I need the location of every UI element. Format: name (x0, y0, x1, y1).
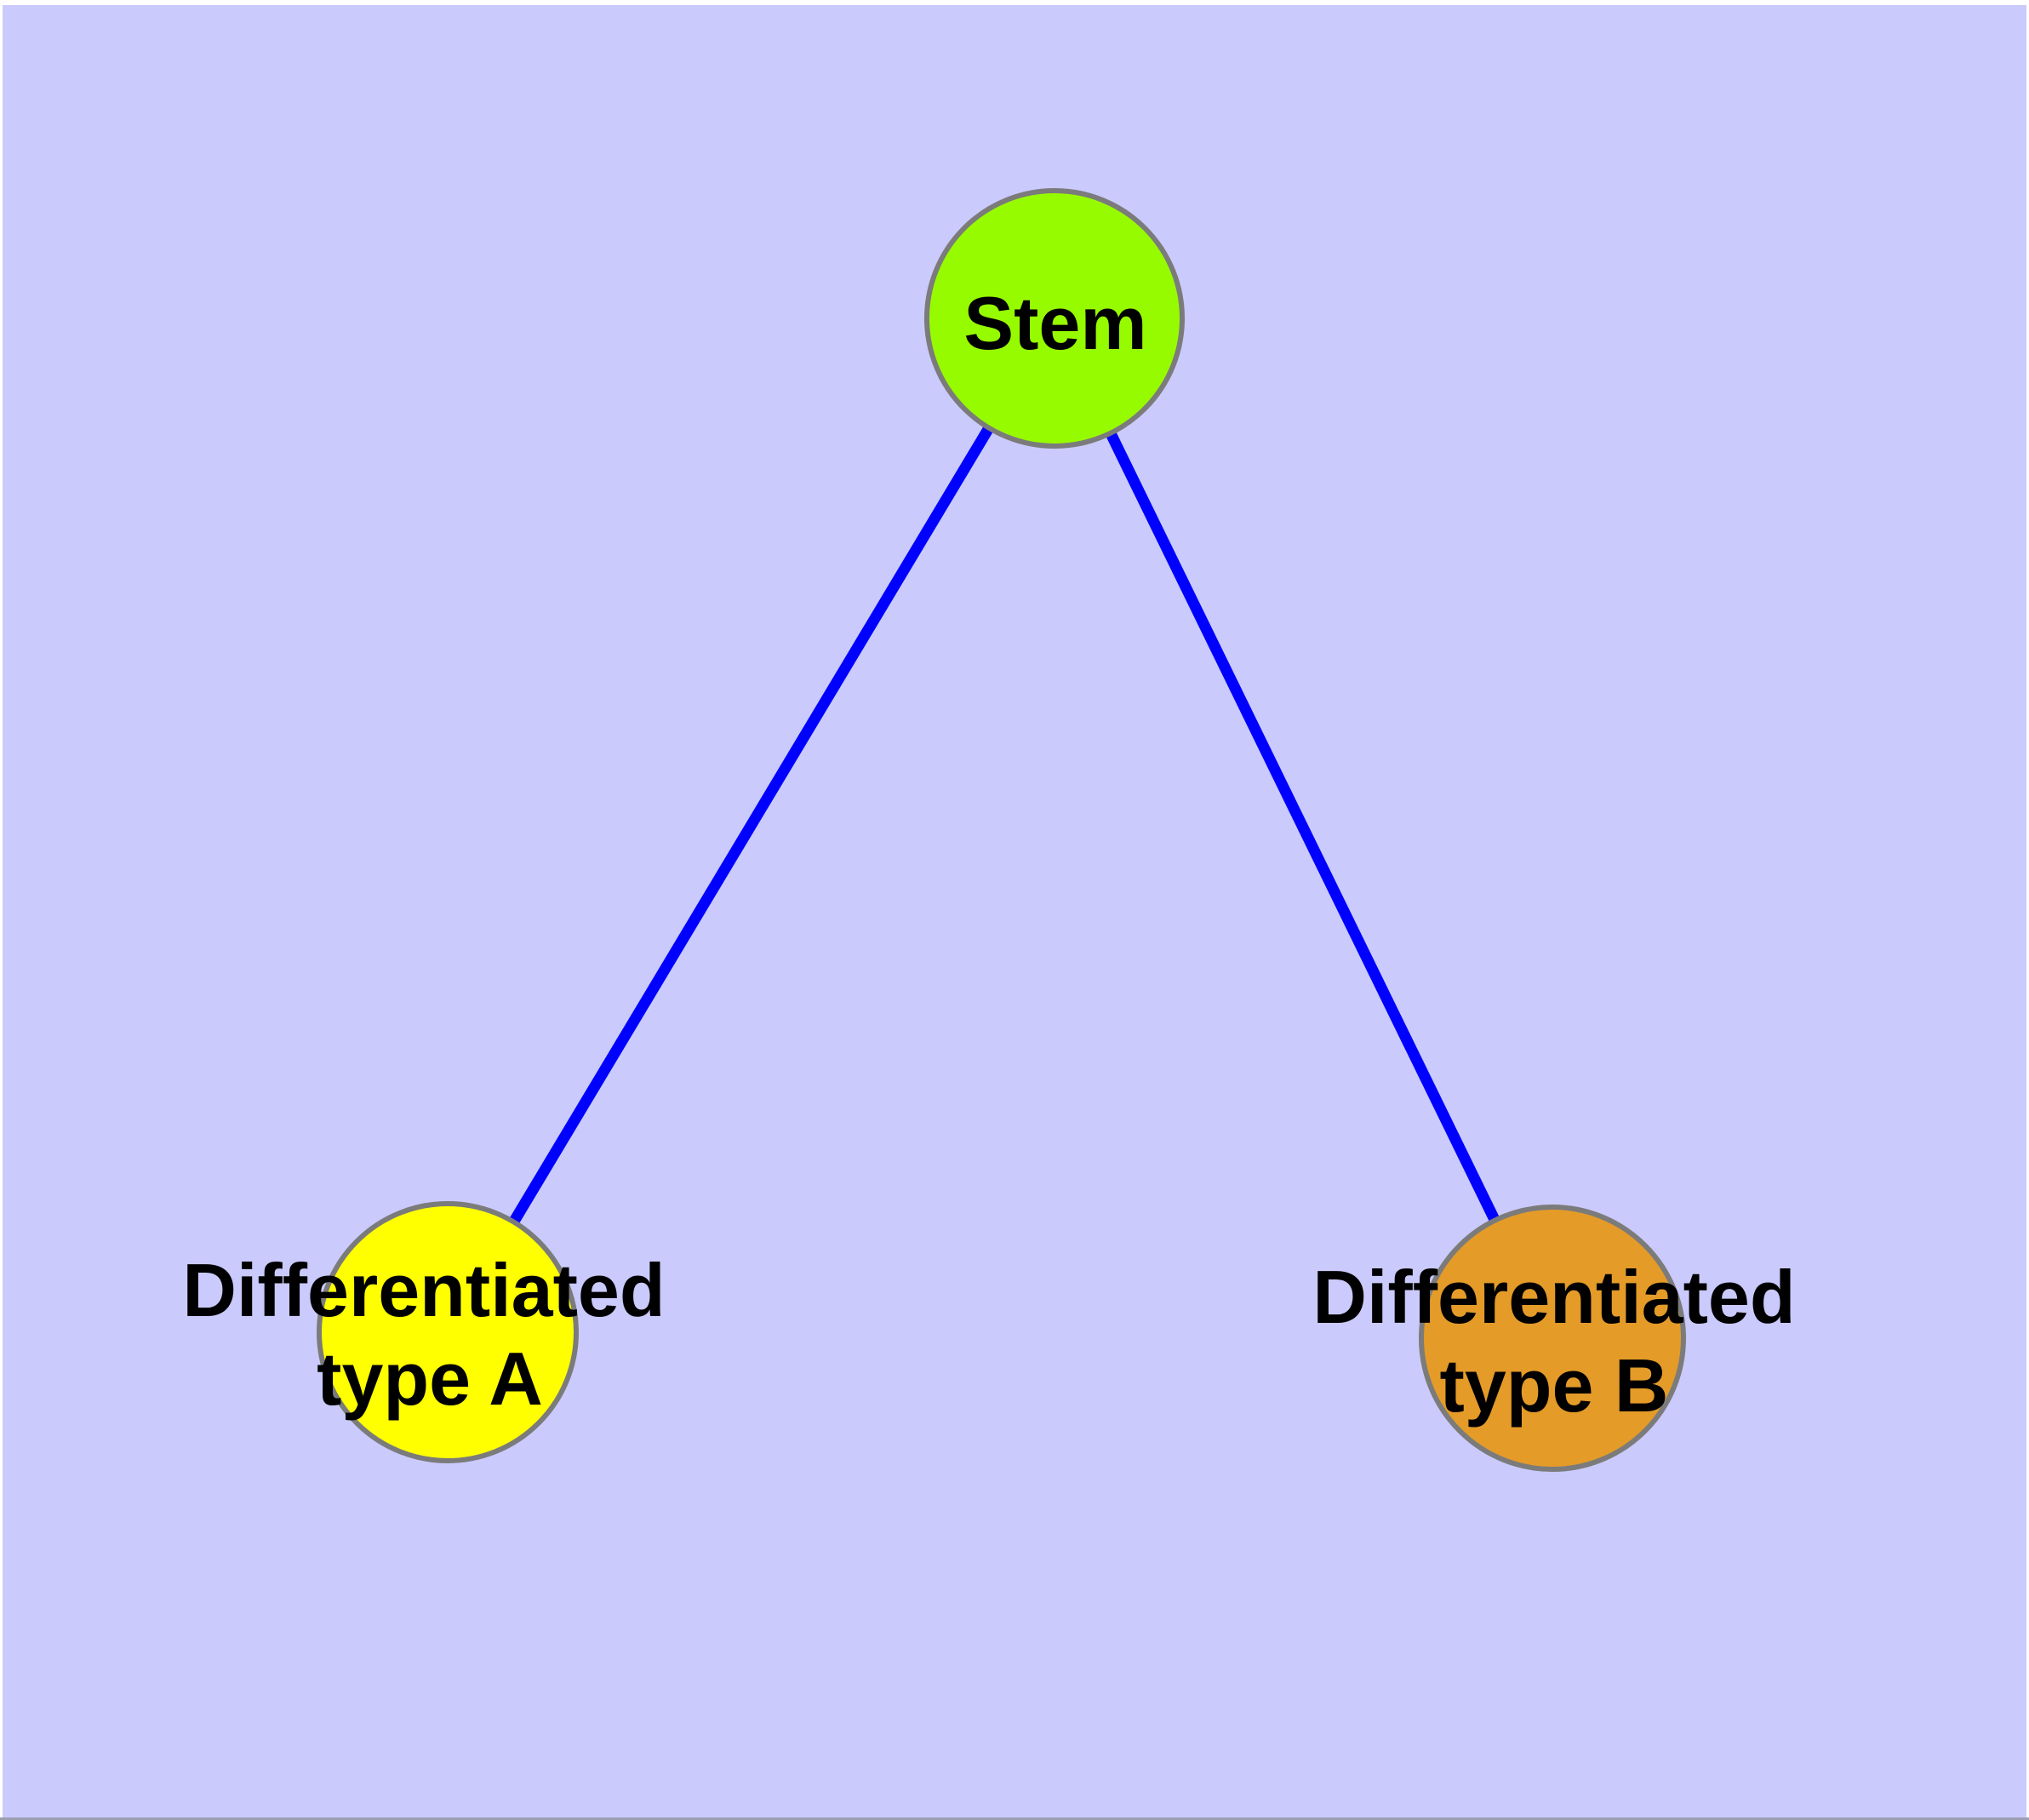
node-type-a-label-line2: type A (317, 1336, 543, 1421)
node-type-a-label-line1: Differentiated (182, 1248, 665, 1332)
bottom-hairline (0, 1817, 2029, 1820)
edge-stem-to-type-a (443, 315, 1060, 1336)
label-group: Stem Differentiated type A Differentiate… (182, 281, 1795, 1428)
node-group (317, 188, 1686, 1472)
node-differentiated-type-a[interactable] (317, 1201, 579, 1463)
node-stem[interactable] (924, 188, 1185, 449)
node-stem-label: Stem (963, 281, 1146, 365)
edge-group (443, 315, 1557, 1341)
node-type-b-label-line2: type B (1440, 1343, 1669, 1428)
node-type-b-label-line1: Differentiated (1312, 1255, 1795, 1339)
node-differentiated-type-b[interactable] (1419, 1205, 1686, 1472)
edge-stem-to-type-b (1049, 316, 1557, 1341)
